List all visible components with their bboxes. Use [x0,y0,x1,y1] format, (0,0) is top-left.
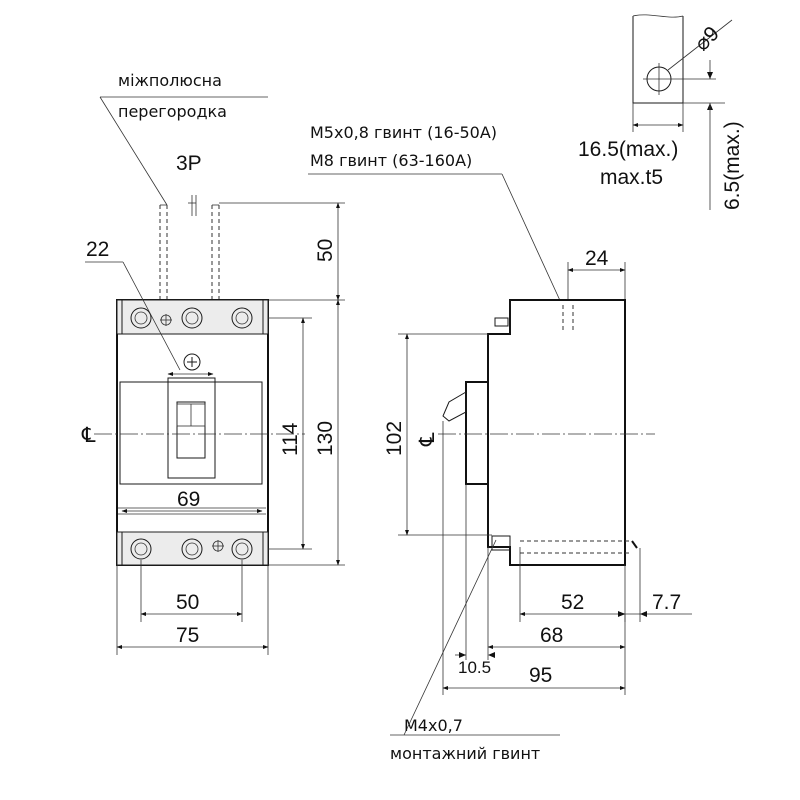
dim-114-text: 114 [279,422,302,456]
dim-width-75: 75 [116,565,269,655]
dim-handle-offset-22: 22 [85,238,214,376]
dim-offset-text: 6.5(max.) [721,121,744,210]
dim-total-height-130: 130 [268,299,345,566]
dim-7-7-arrow-right [640,611,647,617]
dim-68: 68 [487,547,626,660]
terminal-plate-break-line [632,14,684,18]
hole-dia-leader [667,19,733,71]
vertical-centerline-marker-icon [188,195,197,216]
handle-housing [465,381,489,485]
dim-10-5: 10.5 [455,484,495,677]
side-view: M5x0,8 гвинт (16-50A) M8 гвинт (63-160A)… [308,123,692,763]
dim-7-7-arrow-left [618,611,625,617]
dim-terminal-offset: 6.5(max.) [683,60,744,210]
dim-handle-width-69: 69 [121,488,263,513]
pole-count-label: 3P [176,152,202,175]
terminal-detail: ⌀9 16.5(max.) max.t5 6.5(max.) [578,14,744,210]
bottom-terminal-block [116,531,269,566]
dim-inner-height-114: 114 [268,317,312,550]
top-terminal-screws-icon [130,307,253,329]
dim-top-width-24: 24 [567,247,626,300]
dim-hole-diameter-text: ⌀9 [690,22,723,55]
barrier-extensions [159,204,220,300]
top-clip-icon [494,317,509,327]
handle-lever-icon [442,391,467,422]
handle-window-frame [119,381,263,485]
mount-note-line2: монтажний гвинт [390,744,540,763]
barrier-leader-line [99,96,168,206]
dim-75-text: 75 [176,624,199,647]
dim-22-text: 22 [86,238,109,261]
dim-offset-arrow-top [707,72,713,79]
dim-terminal-width: 16.5(max.) max.t5 [578,103,684,189]
dim-thickness-text: max.t5 [600,166,663,189]
dim-68-text: 68 [540,624,563,647]
barrier-label-line2: перегородка [118,102,227,121]
dim-handle-height-102: 102 [383,333,492,536]
screw-note-line1: M5x0,8 гвинт (16-50A) [310,123,497,142]
operating-handle-icon [167,377,216,479]
barrier-label-line1: міжполюсна [118,71,222,90]
dim-terminal-width-text: 16.5(max.) [578,138,678,161]
breaker-side-body [487,299,626,566]
bottom-terminal-hidden-icon [491,535,638,554]
dim-7-7: 7.7 [618,548,692,622]
front-view: міжполюсна перегородка 3P 50 [81,71,345,655]
dim-10-5-text: 10.5 [458,658,491,677]
dim-130-text: 130 [314,421,337,456]
top-terminal-block [116,299,269,335]
dim-50-top-text: 50 [314,239,337,262]
screw-note-line2: M8 гвинт (63-160A) [310,151,472,170]
front-centerline-symbol: ℄ [81,423,96,447]
dim-terminal-pitch-50: 50 [140,560,243,622]
dim-24-text: 24 [585,247,609,270]
dim-95: 95 [442,421,626,695]
mount-screw-leader [403,539,497,736]
dim-7-7-text: 7.7 [652,591,681,614]
terminal-plate-outline [632,16,684,104]
dim-52: 52 [519,547,626,622]
dim-top-terminal-50: 50 [219,202,345,301]
dim-50-bottom-text: 50 [176,591,199,614]
dim-10-5-arrow-right [488,652,495,658]
bottom-terminal-screws-icon [130,538,253,560]
dim-69-text: 69 [177,488,200,511]
breaker-front-body [116,299,269,566]
top-terminal-screw-hidden-icon [562,305,574,333]
mount-note-line1: M4x0,7 [404,716,463,735]
front-mounting-screw-icon [183,353,201,371]
dim-10-5-arrow-left [459,652,466,658]
dim-95-text: 95 [529,664,552,687]
dim-52-text: 52 [561,591,584,614]
dim-102-text: 102 [383,421,406,456]
side-centerline-symbol: ℄ [415,432,439,447]
screw-note-leader [501,173,569,319]
